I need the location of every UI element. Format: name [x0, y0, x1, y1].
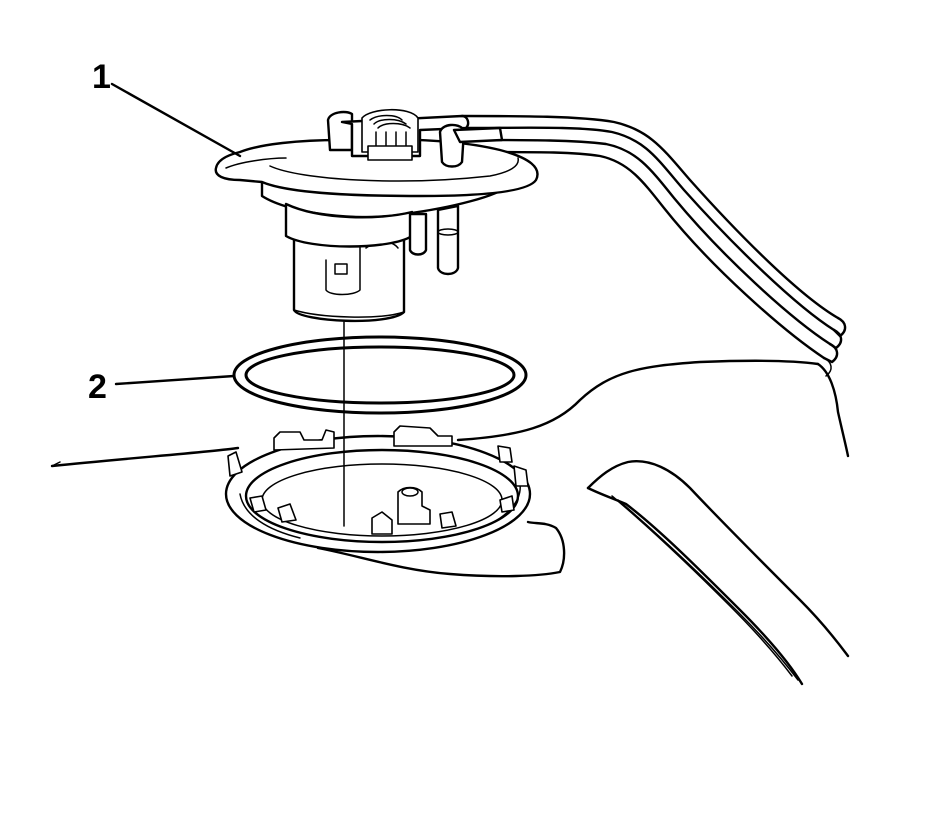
leader-line-1: [110, 82, 242, 158]
callout-1: 1: [92, 58, 242, 158]
seal-o-ring: [232, 335, 528, 415]
callout-label-1: 1: [92, 58, 111, 96]
tank-opening-lock-ring: [224, 425, 532, 554]
fuel-tank: [50, 359, 850, 686]
callout-label-2: 2: [88, 368, 107, 406]
callout-2: 2: [88, 368, 236, 406]
fuel-pump-module: [214, 108, 539, 527]
fuel-lines: [460, 114, 847, 377]
leader-line-2: [114, 374, 236, 386]
